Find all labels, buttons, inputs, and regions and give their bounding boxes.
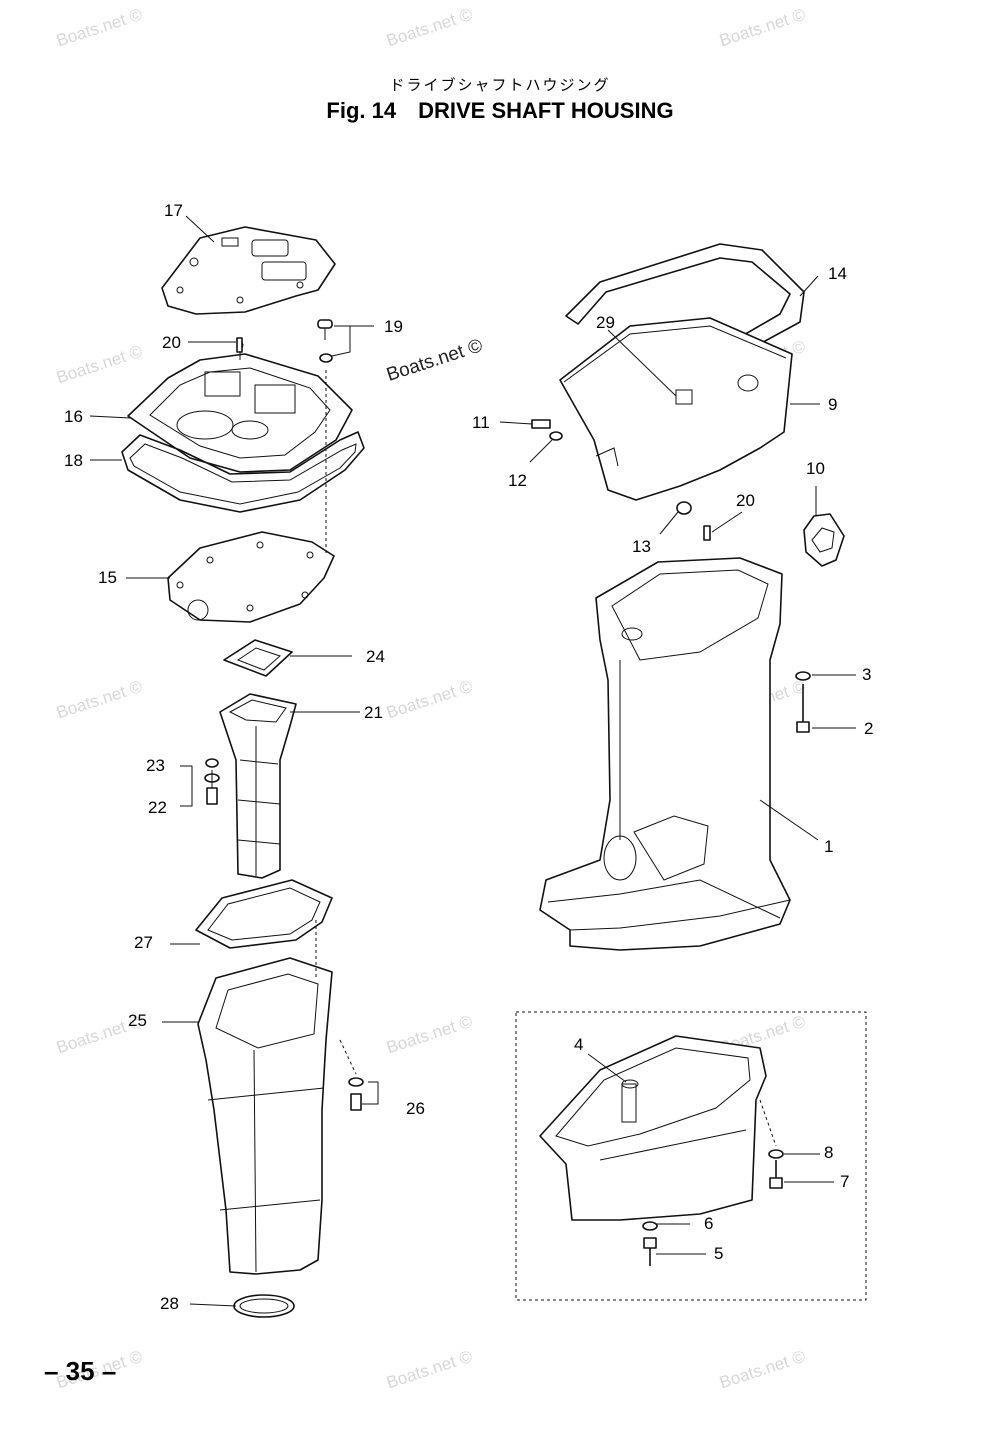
callout-27: 27 bbox=[134, 933, 153, 952]
part-10-bracket bbox=[803, 513, 845, 567]
callout-19: 19 bbox=[384, 317, 403, 336]
callout-20: 20 bbox=[162, 333, 181, 352]
page-number: – 35 – bbox=[44, 1356, 117, 1386]
part-20-pin-top bbox=[236, 337, 243, 353]
leader-lines bbox=[89, 215, 856, 1307]
callout-15: 15 bbox=[98, 568, 117, 587]
part-2-bolt bbox=[796, 684, 810, 733]
callout-26: 26 bbox=[406, 1099, 425, 1118]
callout-11: 11 bbox=[472, 413, 490, 432]
callout-10: 10 bbox=[806, 459, 825, 478]
callout-28: 28 bbox=[160, 1294, 179, 1313]
callout-24: 24 bbox=[366, 647, 385, 666]
part-26-bolt bbox=[348, 1077, 364, 1111]
part-8-washer bbox=[768, 1149, 784, 1159]
part-17-gasket-plate bbox=[161, 226, 336, 315]
part-11-bolt bbox=[531, 419, 551, 429]
part-20-pin bbox=[703, 525, 711, 541]
figure-title: DRIVE SHAFT HOUSING bbox=[418, 98, 674, 123]
part-25-exhaust-case bbox=[197, 957, 333, 1275]
callout-7: 7 bbox=[840, 1172, 850, 1191]
callout-16: 16 bbox=[64, 407, 83, 426]
part-19-bolt bbox=[317, 319, 333, 363]
part-9-cover bbox=[559, 317, 793, 501]
part-6-washer bbox=[642, 1221, 658, 1231]
part-15-gasket bbox=[167, 531, 335, 623]
callout-9: 9 bbox=[828, 395, 838, 414]
callout-29: 29 bbox=[596, 313, 615, 332]
part-22-bolt bbox=[206, 770, 218, 805]
part-16-adapter-plate bbox=[127, 340, 353, 473]
part-7-bolt bbox=[769, 1160, 783, 1189]
part-3-washer bbox=[795, 671, 811, 681]
callout-20-right: 20 bbox=[736, 491, 755, 510]
alternate-parts-box bbox=[515, 1011, 867, 1301]
callout-8: 8 bbox=[824, 1143, 834, 1162]
callout-6: 6 bbox=[704, 1214, 714, 1233]
callout-22: 22 bbox=[148, 798, 167, 817]
callout-18: 18 bbox=[64, 451, 83, 470]
callout-13: 13 bbox=[632, 537, 651, 556]
callout-17: 17 bbox=[164, 201, 183, 220]
callout-12: 12 bbox=[508, 471, 527, 490]
part-13-nut bbox=[676, 501, 692, 515]
callout-21: 21 bbox=[364, 703, 383, 722]
page-title: Fig. 14 DRIVE SHAFT HOUSING bbox=[0, 98, 1000, 124]
part-1-drive-shaft-housing bbox=[539, 557, 791, 951]
callout-1: 1 bbox=[824, 837, 834, 856]
callout-23: 23 bbox=[146, 756, 165, 775]
part-24-gasket bbox=[223, 639, 293, 677]
callout-3: 3 bbox=[862, 665, 872, 684]
callout-2: 2 bbox=[864, 719, 874, 738]
part-12-washer bbox=[549, 431, 563, 441]
part-5-bolt bbox=[643, 1237, 657, 1266]
callout-4: 4 bbox=[574, 1035, 584, 1054]
part-27-gasket bbox=[195, 879, 333, 949]
figure-number: Fig. 14 bbox=[326, 98, 397, 123]
part-18-seal bbox=[121, 431, 365, 513]
part-21-exhaust-tube bbox=[219, 693, 297, 879]
title-japanese: ドライブシャフトハウジング bbox=[389, 76, 611, 94]
callout-25: 25 bbox=[128, 1011, 147, 1030]
callout-5: 5 bbox=[714, 1244, 724, 1263]
part-28-o-ring bbox=[233, 1294, 295, 1318]
part-4-housing-alt bbox=[539, 1035, 767, 1221]
callout-14: 14 bbox=[828, 264, 847, 283]
